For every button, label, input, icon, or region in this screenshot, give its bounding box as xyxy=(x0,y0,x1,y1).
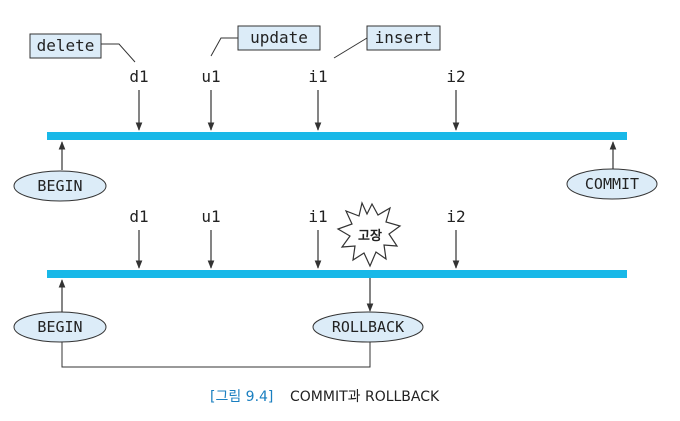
op-label-i1-bottom: i1 xyxy=(308,207,327,226)
op-label-d1: d1 xyxy=(129,67,148,86)
failure-starburst-icon xyxy=(336,201,402,268)
rollback-ellipse xyxy=(312,311,424,343)
update-callout-box xyxy=(237,25,321,51)
begin-label-top: BEGIN xyxy=(37,177,82,195)
update-callout-label: update xyxy=(250,28,308,47)
rollback-timeline-bar xyxy=(47,270,627,278)
begin-ellipse-bottom xyxy=(13,311,107,343)
begin-ellipse-top xyxy=(13,170,107,202)
insert-callout-box xyxy=(366,25,441,51)
begin-label-bottom: BEGIN xyxy=(37,318,82,336)
caption-text: COMMIT과 ROLLBACK xyxy=(290,389,440,405)
op-label-d1-bottom: d1 xyxy=(129,207,148,226)
rollback-scenario: d1 u1 i1 i2 고장 BEGIN ROLLBACK xyxy=(13,201,627,368)
figure-caption: [그림 9.4] COMMIT과 ROLLBACK xyxy=(210,389,440,405)
insert-callout-label: insert xyxy=(375,28,433,47)
commit-scenario: delete update insert d1 u1 i1 i2 BEGIN C… xyxy=(13,25,658,202)
delete-leader-line xyxy=(101,43,136,63)
op-label-u1-bottom: u1 xyxy=(201,207,220,226)
commit-label: COMMIT xyxy=(585,175,639,193)
update-leader-line xyxy=(210,37,238,57)
insert-leader-line xyxy=(333,37,368,59)
commit-timeline-bar xyxy=(47,132,627,140)
rollback-label: ROLLBACK xyxy=(332,318,404,336)
caption-tag: [그림 9.4] xyxy=(210,389,273,405)
rollback-bracket-line xyxy=(61,342,371,368)
op-label-i1: i1 xyxy=(308,67,327,86)
op-label-i2-bottom: i2 xyxy=(446,207,465,226)
op-label-i2: i2 xyxy=(446,67,465,86)
delete-callout-label: delete xyxy=(37,36,95,55)
delete-callout-box xyxy=(29,33,102,59)
failure-label: 고장 xyxy=(358,228,382,244)
op-label-u1: u1 xyxy=(201,67,220,86)
commit-ellipse xyxy=(566,168,658,200)
